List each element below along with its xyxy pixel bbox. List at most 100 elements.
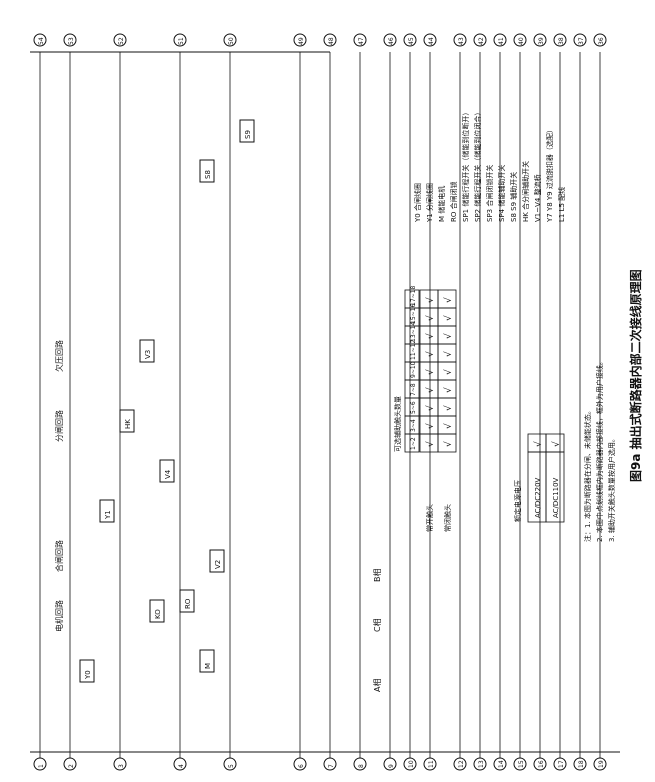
terminal-label: 13 — [478, 760, 485, 768]
table-col-header: 1~2 — [410, 437, 417, 450]
label-undervoltage-circuit: 欠压回路 — [54, 340, 64, 372]
legend-line: Y7 Y8 Y9 过流脱扣器（选配） — [545, 126, 554, 223]
terminal-circle — [453, 757, 467, 771]
table-col-header: 5~6 — [410, 401, 417, 414]
figure-caption: 图9a 抽出式断路器内部二次接线原理图 — [628, 269, 643, 482]
terminal-circle — [173, 757, 187, 771]
terminal-label: 19 — [598, 760, 605, 768]
check-mark: √ — [443, 387, 454, 393]
terminal-circle — [33, 757, 47, 771]
table-cell — [545, 433, 565, 453]
terminal-circle — [513, 757, 527, 771]
terminal-label: 10 — [408, 760, 415, 768]
component-label: Y1 — [104, 510, 112, 520]
label-motor-circuit: 电机回路 — [54, 600, 64, 632]
terminal-label: 49 — [298, 37, 305, 45]
table-row-label: 常开触头 — [425, 504, 434, 532]
terminal-label: 45 — [408, 37, 415, 45]
terminal-circle — [403, 757, 417, 771]
terminal-label: 50 — [228, 37, 235, 45]
check-mark: √ — [443, 405, 454, 411]
legend-line: RO 合闸闭锁 — [449, 181, 458, 222]
legend-line: SP3 合闸闭锁开关 — [485, 165, 494, 222]
check-mark: √ — [443, 351, 454, 357]
component-box — [149, 599, 165, 623]
terminal-circle — [423, 757, 437, 771]
legend-line: Y1 分闸线圈 — [425, 183, 434, 223]
terminal-circle — [593, 33, 607, 47]
check-mark: √ — [443, 369, 454, 375]
component-label: Y0 — [84, 670, 92, 680]
terminal-circle — [493, 757, 507, 771]
terminal-circle — [383, 757, 397, 771]
table-col-header: 7~8 — [410, 383, 417, 396]
check-mark: √ — [425, 423, 436, 429]
terminal-circle — [493, 33, 507, 47]
table-cell — [437, 289, 457, 309]
voltage-value: AC/DC220V — [534, 477, 542, 518]
component-box — [209, 549, 225, 573]
terminal-label: 37 — [578, 37, 585, 45]
terminal-circle — [553, 757, 567, 771]
component-box — [199, 649, 215, 673]
terminal-circle — [173, 33, 187, 47]
terminal-label: 47 — [358, 37, 365, 45]
terminal-circle — [553, 33, 567, 47]
terminal-circle — [403, 33, 417, 47]
terminal-label: 52 — [118, 37, 125, 45]
table-col-header: 15~16 — [410, 304, 417, 324]
table-col-header: 9~10 — [410, 361, 417, 378]
component-label: RO — [184, 598, 192, 609]
terminal-circle — [33, 33, 47, 47]
component-label: M — [204, 663, 212, 669]
terminal-label: 44 — [428, 37, 435, 45]
label-opening-circuit: 分闸回路 — [54, 410, 64, 442]
terminal-label: 15 — [518, 760, 525, 768]
options-table-title: 可选辅助触头数量 — [393, 396, 402, 452]
terminal-label: 9 — [388, 764, 395, 768]
check-mark: √ — [425, 315, 436, 321]
legend-line: L1 L5 配线 — [557, 187, 566, 222]
terminal-circle — [323, 757, 337, 771]
legend-line: SP2 储能行程开关（储能到位闭合） — [473, 109, 482, 222]
terminal-circle — [63, 757, 77, 771]
terminal-label: 8 — [358, 764, 365, 768]
component-label: V2 — [214, 560, 222, 569]
terminal-circle — [533, 33, 547, 47]
terminal-label: 40 — [518, 37, 525, 45]
terminal-label: 41 — [498, 37, 505, 45]
component-box — [99, 499, 115, 523]
check-mark: √ — [425, 297, 436, 303]
terminal-label: 2 — [68, 764, 75, 768]
check-mark: √ — [443, 315, 454, 321]
terminal-label: 38 — [558, 37, 565, 45]
terminal-label: 39 — [538, 37, 545, 45]
terminal-circle — [383, 33, 397, 47]
note-line: 3. 辅助开关触头数量按用户选用。 — [607, 435, 616, 542]
terminal-label: 53 — [68, 37, 75, 45]
terminal-label: 12 — [458, 760, 465, 768]
terminal-label: 16 — [538, 760, 545, 768]
check-mark: √ — [443, 441, 454, 447]
terminal-circle — [593, 757, 607, 771]
terminal-label: 42 — [478, 37, 485, 45]
legend-line: Y0 合闸线圈 — [413, 183, 422, 223]
check-mark: √ — [425, 369, 436, 375]
terminal-label: 36 — [598, 37, 605, 45]
terminal-label: 4 — [178, 764, 185, 768]
voltage-value: AC/DC110V — [552, 477, 560, 518]
component-label: V3 — [144, 350, 152, 359]
check-mark: √ — [425, 387, 436, 393]
component-box — [239, 119, 255, 143]
check-mark: √ — [425, 333, 436, 339]
legend-line: HK 合分闸辅助开关 — [521, 161, 530, 222]
terminal-label: 43 — [458, 37, 465, 45]
component-label: KO — [154, 609, 162, 619]
terminal-label: 17 — [558, 760, 565, 768]
terminal-circle — [293, 33, 307, 47]
legend-line: SP1 储能行程开关（储能到位断开） — [461, 109, 470, 222]
terminal-label: 5 — [228, 764, 235, 768]
